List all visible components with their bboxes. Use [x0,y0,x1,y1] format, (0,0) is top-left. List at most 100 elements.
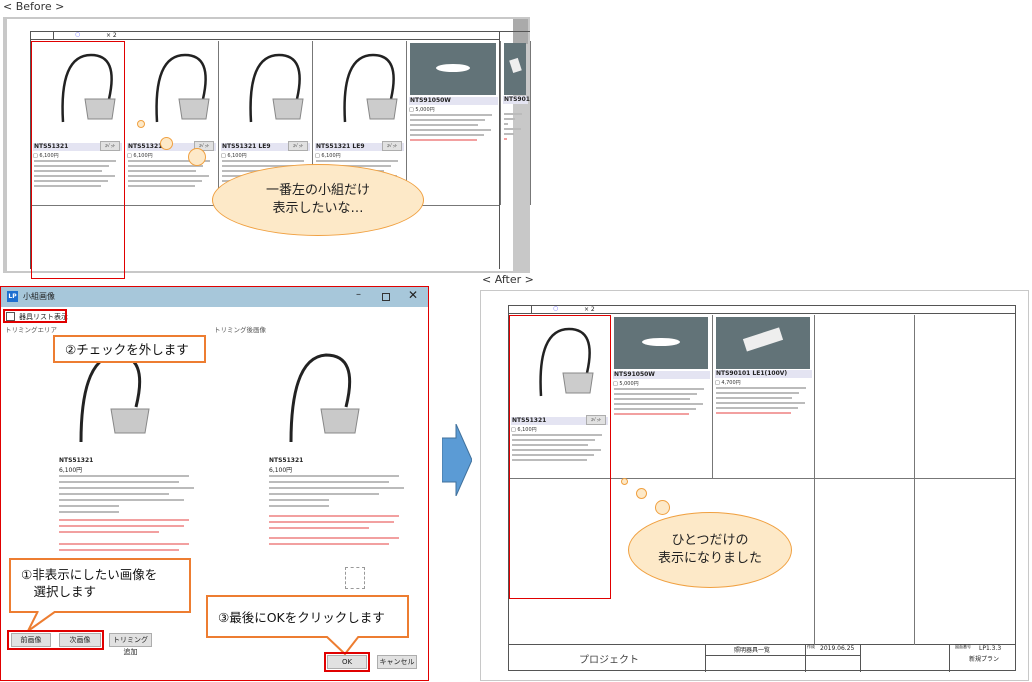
after-thought-cloud: ひとつだけの 表示になりました [628,512,792,588]
downlight-image [61,53,116,123]
spec-text-line [512,439,595,441]
spec-text-line [128,170,196,172]
spec-text-line [614,393,697,395]
product-name: NTS90101 LE1(100V) [715,370,812,378]
spec-text-line [504,113,522,115]
thought-bubble-dot [188,148,206,166]
product-name: NTS51321 [511,417,608,425]
minimize-icon[interactable]: – [356,289,361,300]
fixture-shape [435,63,471,73]
header-qty: × 2 [584,306,595,313]
callout-ok: ③最後にOKをクリックします [206,595,409,638]
ok-button[interactable]: OK [327,655,367,669]
spec-text-line [504,128,521,130]
recessed-light-photo [614,317,708,369]
spec-text-line [128,165,203,167]
dialog-title: 小組画像 [23,292,55,301]
spec-text-line [410,124,478,126]
spec-text-line [316,160,398,162]
product-card[interactable]: NTS9010 [501,41,531,205]
downlight-image [249,53,304,123]
product-tag: ｽﾍﾟｯﾄ [288,141,308,151]
spec-text-line [504,123,508,125]
spec-text-line [410,134,484,136]
selected-card-highlight [509,315,611,599]
product-card[interactable]: NTS51321 LE9□ 6,100円ｽﾍﾟｯﾄ [219,41,313,205]
product-name: NTS51321 [59,457,94,464]
fixture-shape [642,337,680,347]
callout-pointer [325,636,360,656]
callout-select-image: ①非表示にしたい画像を 選択します [9,558,191,613]
spec-text-line [128,160,210,162]
spec-text-line [222,165,297,167]
spec-text-line [222,160,304,162]
power-unit-photo [504,43,526,95]
project-name: プロジェクト [579,655,639,666]
product-card[interactable]: NTS91050W□ 5,000円 [611,315,713,479]
header-mark: ○ [75,31,81,38]
product-price: 6,100円 [269,467,293,474]
close-icon[interactable]: ✕ [408,288,419,302]
spec-text-line [34,160,116,162]
product-price: □ 6,100円 [127,153,153,159]
product-card[interactable]: NTS90101 LE1(100V)□ 4,700円 [713,315,815,479]
product-card[interactable]: NTS51321□ 6,100円ｽﾍﾟｯﾄ [509,315,611,479]
product-card[interactable]: NTS91050W□ 5,000円 [407,41,501,205]
product-tag: ｽﾍﾟｯﾄ [382,141,402,151]
spec-text-line [410,114,492,116]
spec-text-line [716,392,799,394]
add-trimming-button[interactable]: トリミング追加 [109,633,152,656]
selected-card-highlight [31,41,125,279]
thought-bubble-dot [160,137,173,150]
trimming-dialog: LP 小組画像 – ✕ 器具リスト表示 トリミングエリア トリミング後画像 NT… [0,286,429,681]
spec-text-line [34,175,115,177]
spec-text-line [128,175,209,177]
spec-text-line [34,180,108,182]
product-name: NTS51321 [269,457,304,464]
spec-text-line [410,119,485,121]
product-name: NTS51321 LE9 [221,143,310,151]
highlight-ok [324,652,370,672]
transition-arrow-icon [442,424,472,496]
next-image-button[interactable]: 次画像 [59,633,101,647]
trim-area-preview[interactable]: NTS51321 6,100円 [51,347,211,577]
product-price: □ 5,000円 [409,107,435,113]
spec-text-line [512,434,602,436]
product-name: NTS91050W [613,371,710,379]
cancel-button[interactable]: キャンセル [377,655,417,669]
dialog-titlebar[interactable]: LP 小組画像 – ✕ [1,287,428,307]
product-name: NTS51321 LE9 [315,143,404,151]
spec-text-line [614,413,689,415]
spec-text-line [128,180,202,182]
maximize-icon[interactable] [382,293,390,301]
fixture-shape [743,327,783,352]
product-card[interactable]: NTS51321□ 6,100円ｽﾍﾟｯﾄ [31,41,125,205]
fixture-list-checkbox[interactable] [6,312,15,321]
product-price: □ 6,100円 [33,153,59,159]
sheet-header-row: ○ × 2 [31,31,499,40]
product-price: 6,100円 [59,467,83,474]
date-label: 作成 [807,644,815,649]
downlight-image [289,353,360,443]
thought-bubble-dot [636,488,647,499]
drawing-no: LP1.3.3 [979,645,1002,652]
thought-bubble-dot [137,120,145,128]
downlight-image [343,53,398,123]
spec-text-line [614,408,696,410]
product-name: NTS9010 [503,96,530,104]
spec-text-line [716,397,792,399]
spec-text-line [512,454,594,456]
trim-area-label: トリミングエリア [5,326,57,334]
spec-text-line [614,403,703,405]
spec-text-line [614,398,690,400]
prev-image-button[interactable]: 前画像 [11,633,51,647]
spec-text-line [504,118,515,120]
product-name: NTS51321 [33,143,122,151]
spec-text-line [34,165,109,167]
highlight-checkbox [3,309,67,323]
thought-bubble-dot [621,478,628,485]
header-mark: ○ [553,305,559,312]
trimmed-image-preview: NTS51321 6,100円 [261,327,421,607]
